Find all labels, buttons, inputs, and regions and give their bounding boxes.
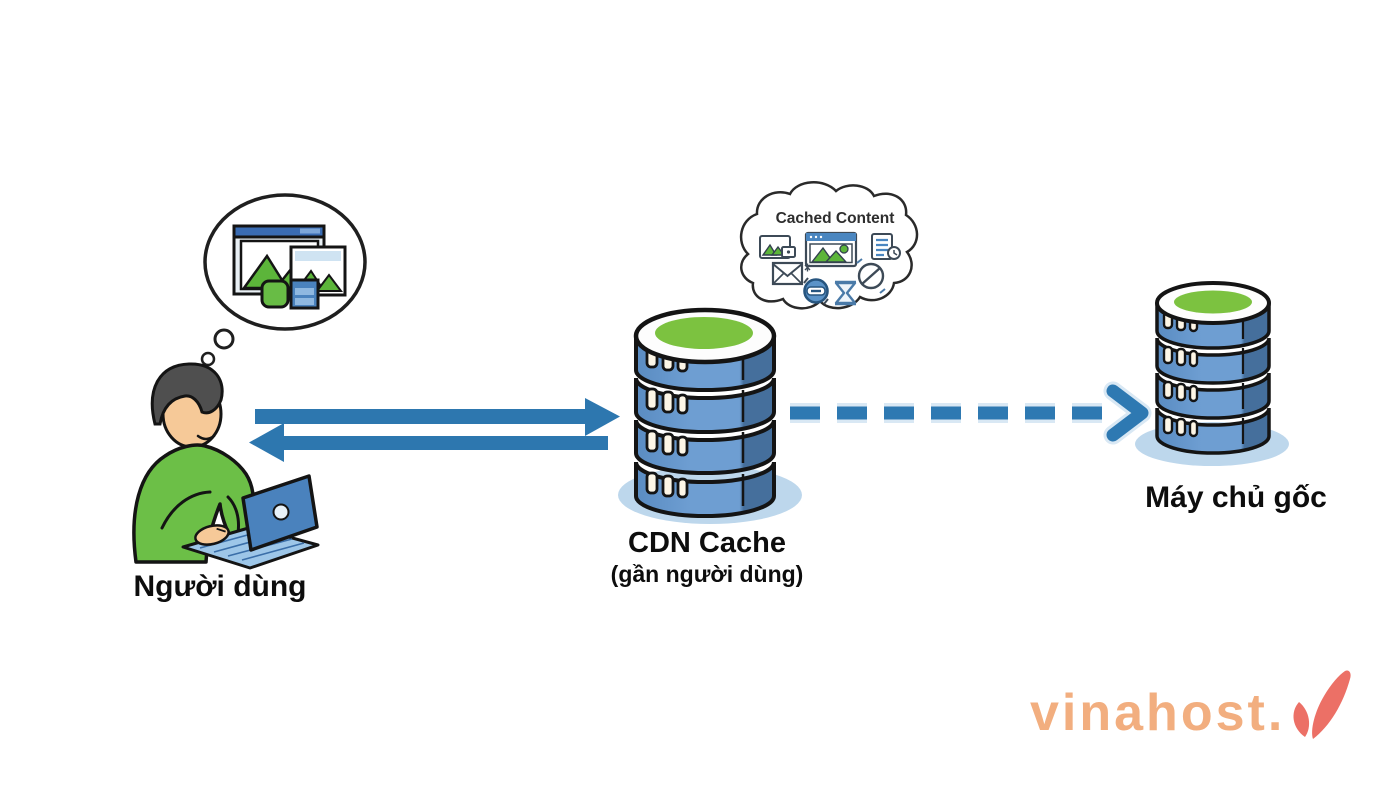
- vinahost-v-checkmark-icon: [1293, 670, 1351, 739]
- user-smile: [196, 434, 216, 441]
- globe-sync-icon: [803, 277, 829, 305]
- origin-fetch-arrow: [790, 381, 1152, 445]
- data-table-icon: [289, 278, 320, 310]
- laptop-logo-circle: [272, 503, 290, 521]
- hourglass-icon: [834, 280, 857, 306]
- cdn-cache-server: [618, 307, 802, 524]
- cdn-top-green: [655, 317, 753, 349]
- thought-bubble-trail-dot: [200, 351, 216, 367]
- user-label: Người dùng: [133, 570, 307, 603]
- cached-content-cloud: [739, 181, 919, 310]
- document-history-icon: [871, 233, 901, 260]
- browser-photo-icon: [804, 231, 858, 268]
- laptop-keys: [199, 530, 305, 561]
- thought-bubble: [200, 193, 367, 367]
- response-arrow: [249, 423, 608, 462]
- user-sleeve-line: [226, 495, 240, 535]
- cdn-cache-label: CDN Cache: [628, 527, 786, 559]
- envelope-icon: [771, 261, 811, 286]
- origin-drums: [1155, 302, 1271, 455]
- origin-server: [1135, 281, 1289, 466]
- user-hand: [194, 524, 230, 546]
- vinahost-watermark: vinahost.: [1030, 684, 1286, 742]
- user-figure: [132, 362, 259, 564]
- cdn-cache-sublabel: (gần người dùng): [610, 561, 804, 587]
- origin-server-label: Máy chủ gốc: [1145, 481, 1327, 514]
- user-arm-fold: [160, 490, 212, 530]
- blocked-sync-icon: [856, 258, 886, 294]
- user-body: [132, 443, 259, 564]
- user-hair: [150, 362, 224, 426]
- thought-bubble-trail-dot: [213, 328, 235, 350]
- laptop: [181, 474, 320, 570]
- origin-top-green: [1174, 290, 1252, 314]
- green-app-icon: [260, 279, 290, 309]
- request-arrow: [255, 398, 620, 436]
- cached-content-title: Cached Content: [775, 210, 895, 227]
- photo-card-icon: [759, 235, 796, 259]
